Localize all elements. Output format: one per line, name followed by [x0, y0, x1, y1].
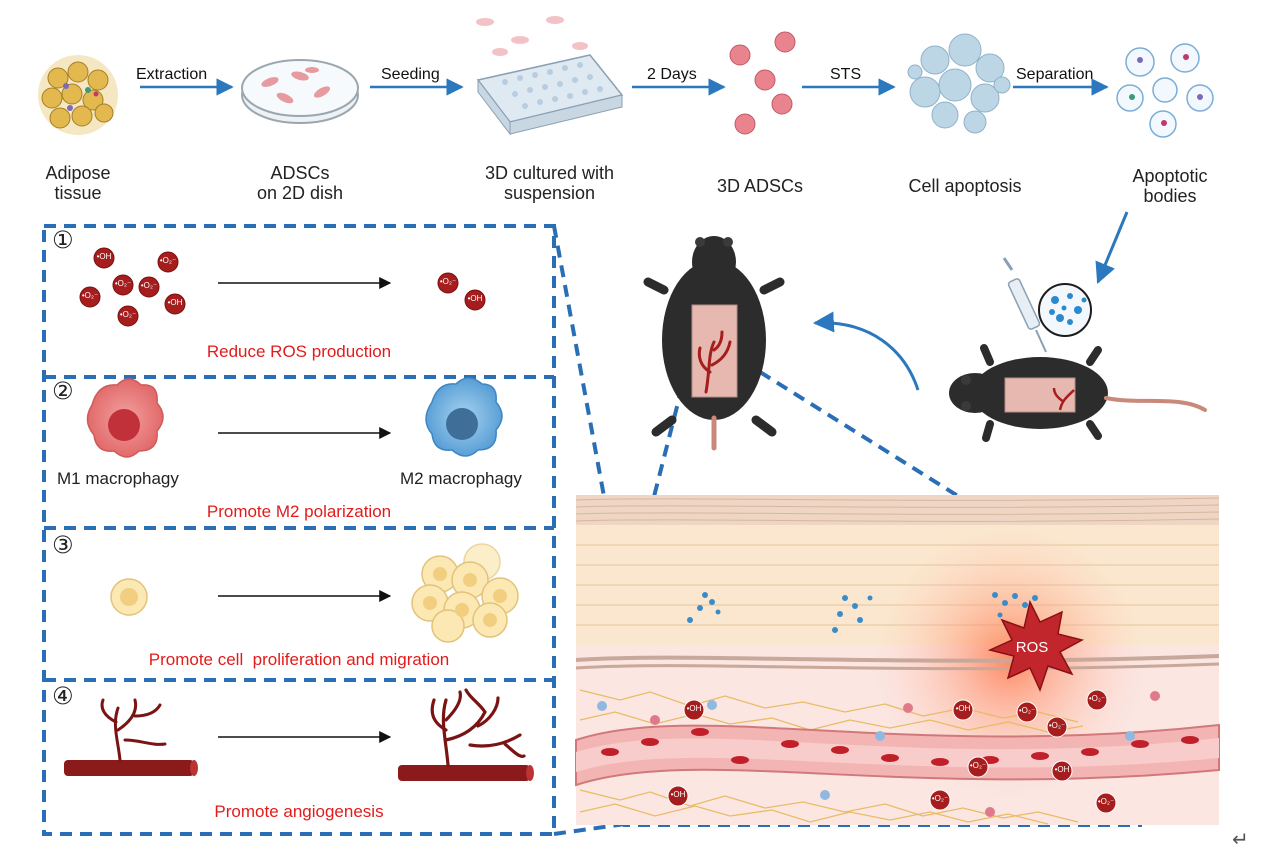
adipose-tissue-icon — [38, 55, 118, 135]
treatment-arrow — [812, 311, 920, 391]
radical-label: •O₂⁻ — [931, 794, 949, 803]
cell-cluster-icon — [411, 543, 519, 643]
radical-label: •O₂⁻ — [81, 291, 99, 300]
arrow-label-extraction: Extraction — [136, 66, 208, 83]
panel-4-title: Promote angiogenesis — [214, 802, 384, 821]
apoptotic-bodies-magnified-icon — [1038, 283, 1092, 337]
radical-label: •O₂⁻ — [969, 761, 987, 770]
corner-mark: ↵ — [1232, 829, 1249, 851]
step-label-adscs-2d: ADSCs on 2D dish — [256, 163, 344, 203]
arrow-label-separation: Separation — [1016, 66, 1094, 83]
radical-label: •OH — [686, 704, 702, 713]
arrow-label-sts: STS — [830, 66, 862, 83]
radical-label: •OH — [670, 790, 686, 799]
panel-2-number: ② — [52, 378, 74, 405]
step-label-adipose: Adipose tissue — [45, 163, 111, 203]
radical-label: •OH — [1054, 765, 1070, 774]
radical-label: •O₂⁻ — [119, 310, 137, 319]
mouse-treated-icon — [643, 236, 785, 451]
panel-1-number: ① — [52, 227, 74, 254]
radical-label: •O₂⁻ — [1088, 694, 1106, 703]
panel-3-number: ③ — [52, 532, 74, 559]
radical-label: •O₂⁻ — [140, 281, 158, 290]
mouse-wound-icon — [949, 344, 1207, 442]
ros-radicals-right — [437, 272, 486, 311]
radical-label: •OH — [467, 294, 483, 303]
ros-label: ROS — [1015, 639, 1049, 656]
single-cell-icon — [110, 578, 148, 616]
panel-3-title: Promote cell proliferation and migration — [148, 650, 450, 669]
ros-radicals-left — [79, 247, 186, 327]
step-label-apoptosis: Cell apoptosis — [908, 176, 1022, 196]
radical-label: •O₂⁻ — [1048, 721, 1066, 730]
spheroids-icon — [729, 31, 796, 135]
radical-label: •OH — [955, 704, 971, 713]
panel-1-title: Reduce ROS production — [206, 342, 392, 361]
petri-dish-icon — [241, 59, 359, 124]
vessel-sparse-icon — [64, 698, 198, 776]
syringe-icon — [1002, 257, 1047, 353]
radical-label: •O₂⁻ — [114, 279, 132, 288]
radical-label: •O₂⁻ — [1097, 797, 1115, 806]
arrow-label-2days: 2 Days — [647, 66, 697, 83]
panel-4-number: ④ — [52, 683, 74, 710]
injection-arrow — [1095, 211, 1129, 284]
step-label-3d-adscs: 3D ADSCs — [716, 176, 804, 196]
radical-label: •O₂⁻ — [439, 277, 457, 286]
m1-macrophage-icon — [86, 378, 164, 458]
arrow-label-seeding: Seeding — [381, 66, 440, 83]
radical-label: •O₂⁻ — [159, 256, 177, 265]
ros-burst-icon — [987, 599, 1085, 693]
apoptosis-icon — [907, 33, 1011, 134]
radical-label: •OH — [167, 298, 183, 307]
well-plate-icon — [476, 16, 624, 136]
skin-tissue-cross-section — [575, 495, 1220, 825]
apoptotic-bodies-icon — [1116, 43, 1214, 138]
radical-label: •O₂⁻ — [1018, 706, 1036, 715]
step-label-3d-culture: 3D cultured with suspension — [484, 163, 615, 203]
step-label-apoptotic-bodies: Apoptotic bodies — [1132, 166, 1208, 206]
m2-macrophage-icon — [425, 377, 503, 457]
m1-label: M1 macrophagy — [57, 469, 179, 488]
m2-label: M2 macrophagy — [400, 469, 522, 488]
radical-label: •OH — [96, 252, 112, 261]
panel-2-title: Promote M2 polarization — [206, 502, 392, 521]
vessel-dense-icon — [398, 688, 534, 781]
